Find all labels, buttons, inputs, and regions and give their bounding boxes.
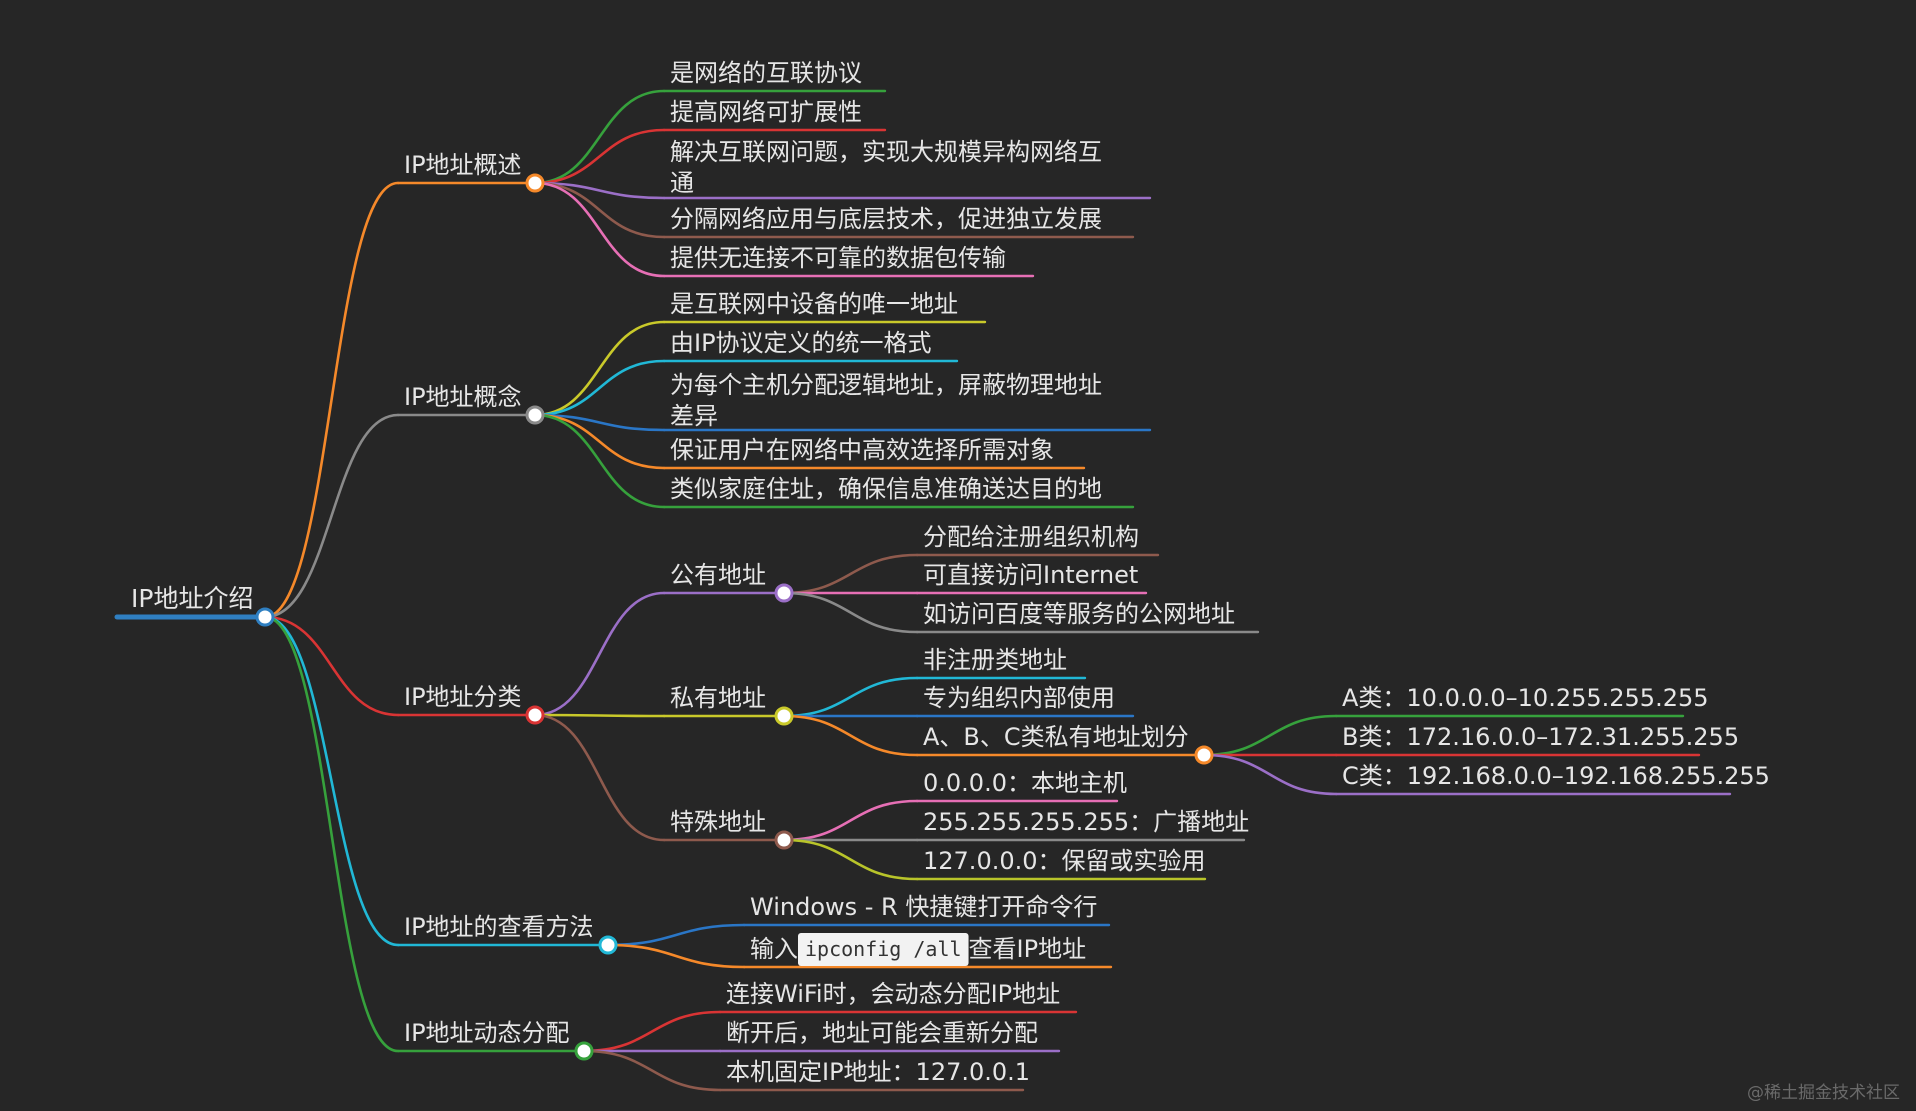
node-label-special[interactable]: 特殊地址 (670, 808, 766, 836)
connector-pri3 (782, 714, 919, 757)
collapse-toggle-private[interactable] (774, 706, 794, 726)
watermark: @稀土掘金技术社区 (1747, 1083, 1900, 1103)
node-label-classify[interactable]: IP地址分类 (404, 683, 522, 711)
collapse-toggle-root[interactable] (255, 607, 275, 627)
node-label-cc3-line1[interactable]: 为每个主机分配逻辑地址，屏蔽物理地址 (670, 371, 1102, 399)
node-label-cc2[interactable]: 由IP协议定义的统一格式 (670, 329, 932, 357)
node-label-pri1[interactable]: 非注册类地址 (923, 646, 1067, 674)
connector-cc2 (533, 359, 666, 417)
connector-pri1 (782, 676, 919, 718)
node-label-pb[interactable]: B类：172.16.0.0–172.31.255.255 (1342, 723, 1739, 751)
collapse-toggle-concept[interactable] (525, 405, 545, 425)
node-label-ov3-line1[interactable]: 解决互联网问题，实现大规模异构网络互 (670, 138, 1102, 166)
labels-layer: IP地址介绍 IP地址概述 是网络的互联协议提高网络可扩展性解决互联网问题，实现大规… (131, 59, 1770, 1086)
node-label-pc[interactable]: C类：192.168.0.0–192.168.255.255 (1342, 762, 1770, 790)
node-label-ov5[interactable]: 提供无连接不可靠的数据包传输 (670, 244, 1006, 272)
collapse-toggle-overview[interactable] (525, 173, 545, 193)
connector-lk1 (606, 923, 746, 947)
connector-pc (1202, 753, 1338, 796)
node-label-pub2[interactable]: 可直接访问Internet (923, 561, 1138, 589)
connector-sp1 (782, 799, 919, 842)
connector-special (533, 713, 666, 842)
connector-ov1 (533, 89, 666, 185)
connector-ov2 (533, 128, 666, 185)
collapse-toggle-classify[interactable] (525, 705, 545, 725)
node-label-overview[interactable]: IP地址概述 (404, 151, 522, 179)
connector-cc1 (533, 320, 666, 417)
node-label-cc5[interactable]: 类似家庭住址，确保信息准确送达目的地 (670, 475, 1102, 503)
collapse-toggle-public[interactable] (774, 583, 794, 603)
node-label-sp3[interactable]: 127.0.0.0：保留或实验用 (923, 847, 1206, 875)
node-label-cc4[interactable]: 保证用户在网络中高效选择所需对象 (670, 436, 1054, 464)
connector-concept (263, 413, 400, 619)
connector-pa (1202, 714, 1338, 757)
connector-pub1 (782, 553, 919, 595)
node-label-cc3-line2[interactable]: 差异 (670, 402, 718, 430)
node-label-pub1[interactable]: 分配给注册组织机构 (923, 523, 1139, 551)
node-label-ov4[interactable]: 分隔网络应用与底层技术，促进独立发展 (670, 205, 1102, 233)
node-label-cc1[interactable]: 是互联网中设备的唯一地址 (670, 290, 958, 318)
node-label-dy1[interactable]: 连接WiFi时，会动态分配IP地址 (726, 980, 1060, 1008)
node-label-pri2[interactable]: 专为组织内部使用 (923, 684, 1115, 712)
node-label-sp1[interactable]: 0.0.0.0：本地主机 (923, 769, 1127, 797)
node-label-pub3[interactable]: 如访问百度等服务的公网地址 (923, 600, 1235, 628)
node-label-lk1[interactable]: Windows - R 快捷键打开命令行 (750, 893, 1097, 921)
connector-dy3 (582, 1049, 722, 1092)
node-label-lookup[interactable]: IP地址的查看方法 (404, 913, 594, 941)
node-label-segment: 输入 (750, 935, 798, 963)
node-label-concept[interactable]: IP地址概念 (404, 383, 522, 411)
edges-layer (263, 89, 1338, 1092)
connector-pub3 (782, 591, 919, 634)
node-label-pri3[interactable]: A、B、C类私有地址划分 (923, 723, 1189, 751)
connector-sp3 (782, 838, 919, 881)
node-label-dy3[interactable]: 本机固定IP地址：127.0.0.1 (726, 1058, 1030, 1086)
connector-public (533, 591, 666, 717)
connector-classify (263, 615, 400, 717)
node-label-private[interactable]: 私有地址 (670, 684, 766, 712)
connector-cc5 (533, 413, 666, 509)
connector-dynamic (263, 615, 400, 1053)
connector-lookup (263, 615, 400, 947)
collapse-toggle-pri3[interactable] (1194, 745, 1214, 765)
collapse-toggle-dynamic[interactable] (574, 1041, 594, 1061)
node-label-ov3-line2[interactable]: 通 (670, 169, 694, 197)
node-label-ov2[interactable]: 提高网络可扩展性 (670, 98, 862, 126)
connector-private (533, 713, 666, 718)
connector-ov5 (533, 181, 666, 278)
connector-overview (263, 181, 400, 619)
dots-layer (255, 173, 1214, 1061)
inline-code: ipconfig /all (805, 937, 962, 961)
code-background (798, 933, 969, 966)
node-label-pa[interactable]: A类：10.0.0.0–10.255.255.255 (1342, 684, 1709, 712)
underlines-layer (114, 89, 1732, 1092)
node-label-lk2[interactable]: 输入 ipconfig /all 查看IP地址 (750, 933, 1086, 966)
node-label-segment: 查看IP地址 (969, 935, 1087, 963)
node-label-sp2[interactable]: 255.255.255.255：广播地址 (923, 808, 1249, 836)
node-label-public[interactable]: 公有地址 (670, 561, 766, 589)
collapse-toggle-lookup[interactable] (598, 935, 618, 955)
connector-dy1 (582, 1010, 722, 1053)
node-label-dy2[interactable]: 断开后，地址可能会重新分配 (726, 1019, 1038, 1047)
collapse-toggle-special[interactable] (774, 830, 794, 850)
node-label-dynamic[interactable]: IP地址动态分配 (404, 1019, 570, 1047)
node-label-root[interactable]: IP地址介绍 (131, 584, 253, 613)
node-label-ov1[interactable]: 是网络的互联协议 (670, 59, 862, 87)
connector-lk2 (606, 943, 746, 969)
